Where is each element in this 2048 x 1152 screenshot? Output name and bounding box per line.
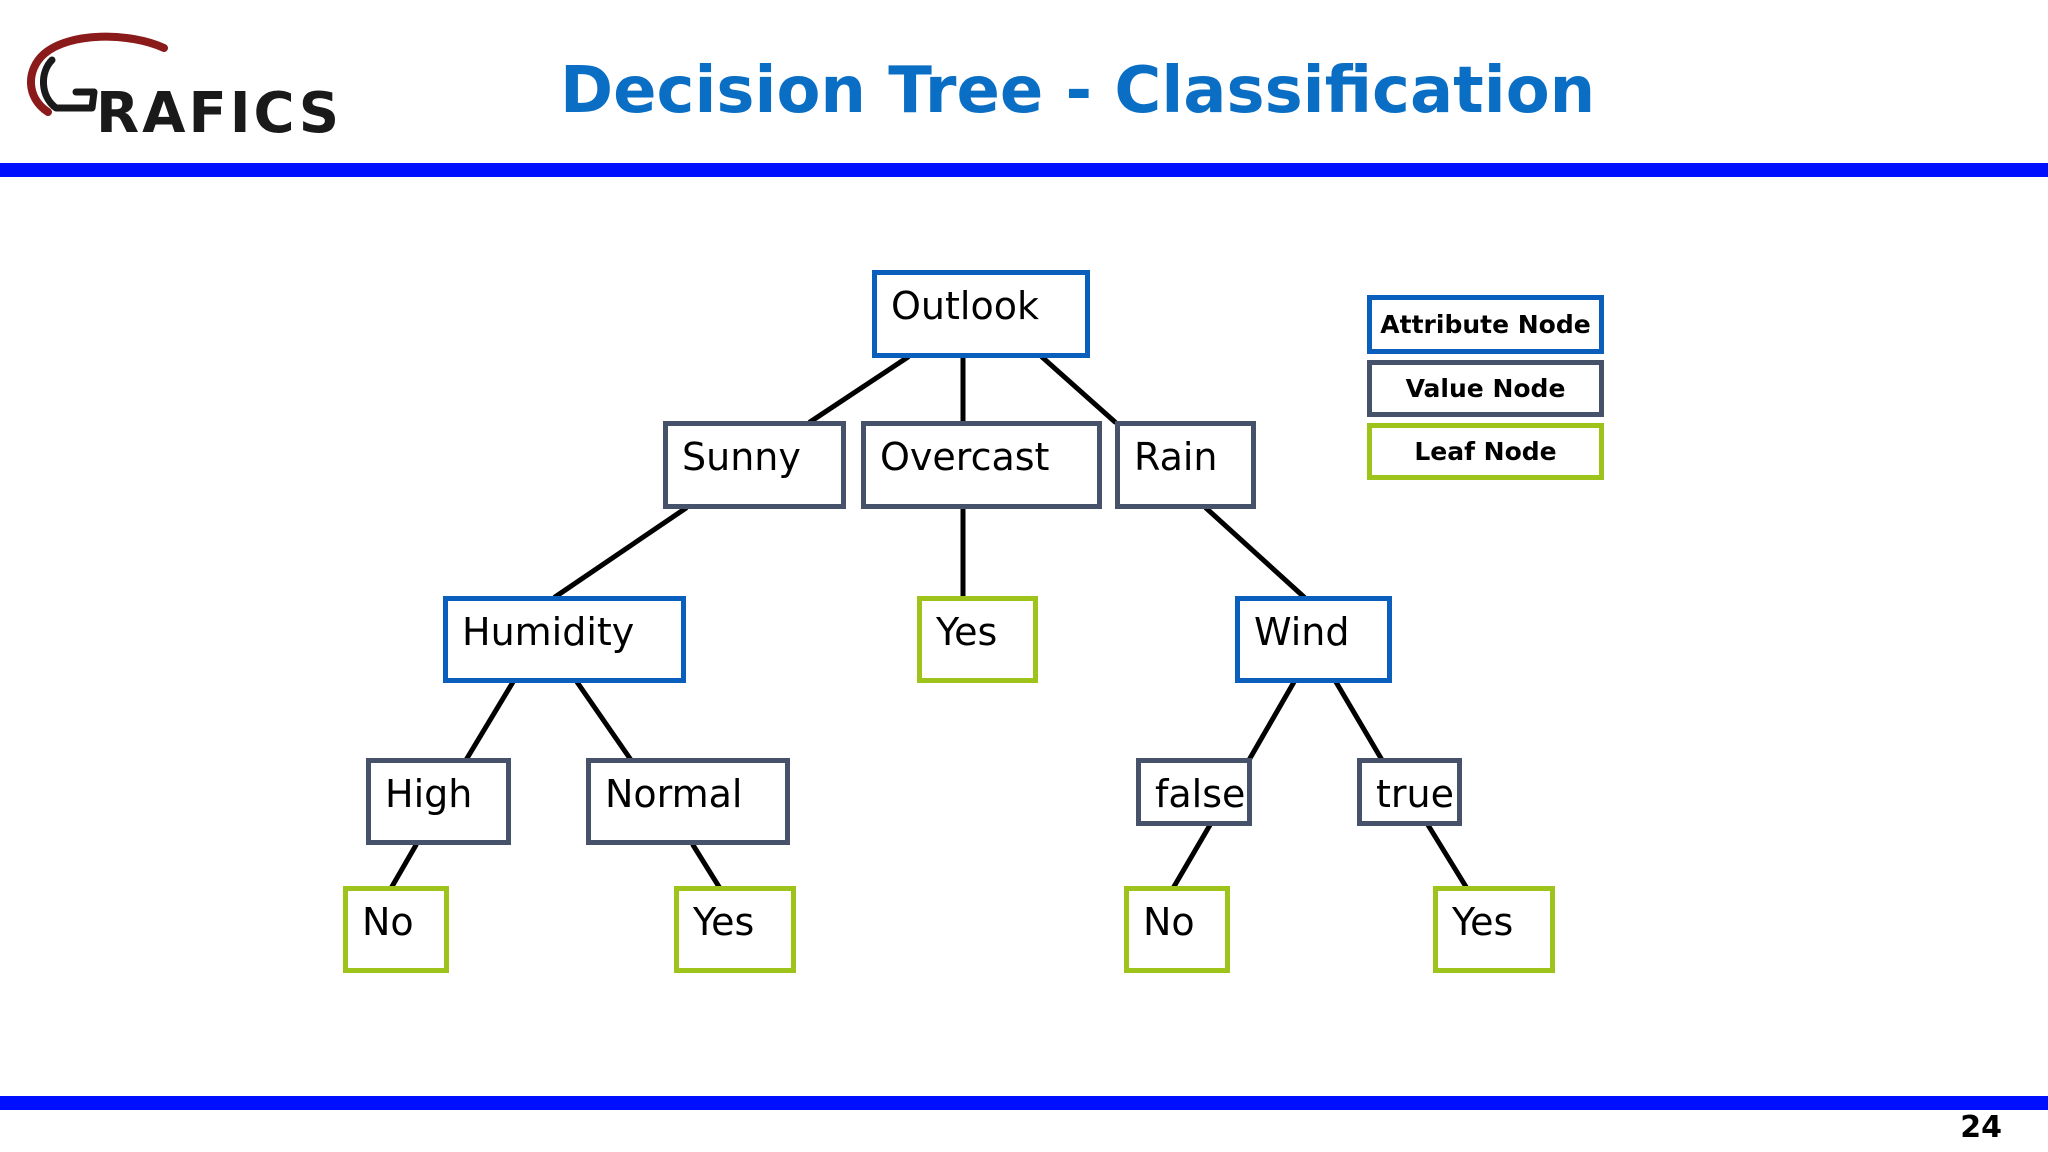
- node-outlook: Outlook: [872, 270, 1090, 358]
- edge-humidity-normal: [574, 679, 634, 763]
- page-number: 24: [1960, 1110, 2002, 1145]
- node-high-no: No: [343, 886, 449, 973]
- edge-wind-false: [1246, 679, 1297, 763]
- footer-rule: [0, 1096, 2048, 1110]
- node-rain: Rain: [1115, 421, 1256, 509]
- node-normal: Normal: [586, 758, 790, 845]
- node-false: false: [1136, 758, 1252, 826]
- node-humidity: Humidity: [443, 596, 686, 683]
- node-overcast-yes: Yes: [917, 596, 1038, 683]
- node-overcast: Overcast: [861, 421, 1102, 509]
- edge-humidity-high: [463, 679, 516, 763]
- logo-wordmark: RAFICS: [96, 81, 342, 146]
- slide-title: Decision Tree - Classification: [560, 54, 1596, 128]
- edge-wind-true: [1333, 679, 1385, 763]
- node-normal-yes: Yes: [674, 886, 796, 973]
- node-true: true: [1357, 758, 1462, 826]
- legend-value-node: Value Node: [1367, 360, 1604, 417]
- node-sunny: Sunny: [663, 421, 846, 509]
- edge-normal-yes: [690, 842, 724, 893]
- grafics-logo: RAFICS: [27, 32, 342, 146]
- edge-false-no: [1169, 822, 1213, 893]
- edge-true-yes: [1425, 822, 1471, 893]
- edge-rain-wind: [1203, 505, 1307, 600]
- node-wind: Wind: [1235, 596, 1392, 683]
- legend-attribute-node: Attribute Node: [1367, 295, 1604, 354]
- edge-outlook-sunny: [807, 354, 911, 425]
- node-high: High: [366, 758, 511, 845]
- node-false-no: No: [1124, 886, 1230, 973]
- edge-outlook-rain: [1039, 354, 1118, 425]
- edge-high-no: [387, 842, 419, 893]
- header-rule: [0, 163, 2048, 177]
- legend-leaf-node: Leaf Node: [1367, 423, 1604, 480]
- edge-sunny-humidity: [552, 505, 689, 600]
- node-true-yes: Yes: [1433, 886, 1555, 973]
